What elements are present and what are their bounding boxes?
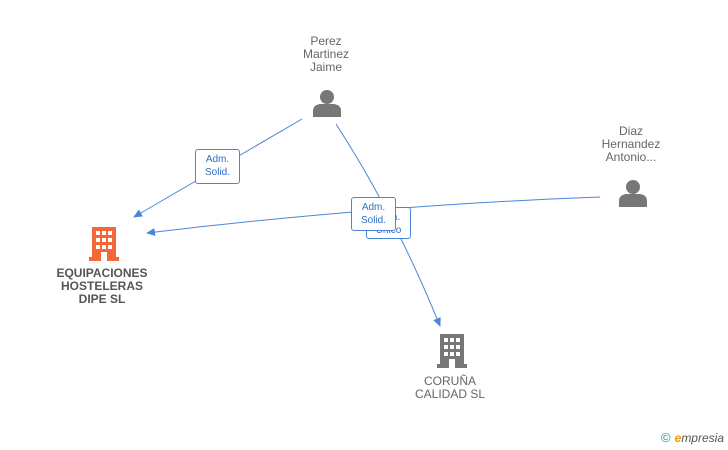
person-icon[interactable]: [313, 89, 341, 117]
brand-initial: e: [674, 430, 682, 445]
edge-label-perez-to-main[interactable]: Adm. Solid.: [195, 149, 240, 184]
person-perez-label[interactable]: Perez Martinez Jaime: [302, 34, 349, 74]
building-icon[interactable]: [89, 227, 119, 261]
person-icon[interactable]: [619, 179, 647, 207]
edge-label-diaz-to-main[interactable]: Adm. Solid.: [351, 197, 396, 231]
person-diaz-label[interactable]: Diaz Hernandez Antonio...: [601, 124, 661, 164]
brand-logo: empresia: [675, 431, 724, 445]
brand-footer: © empresia: [661, 430, 724, 445]
building-icon[interactable]: [437, 334, 467, 368]
company-second-label[interactable]: CORUÑA CALIDAD SL: [414, 374, 486, 401]
brand-name: mpresia: [681, 430, 724, 445]
company-main-label[interactable]: EQUIPACIONES HOSTELERAS DIPE SL: [56, 266, 148, 306]
copyright-symbol: ©: [661, 430, 671, 445]
